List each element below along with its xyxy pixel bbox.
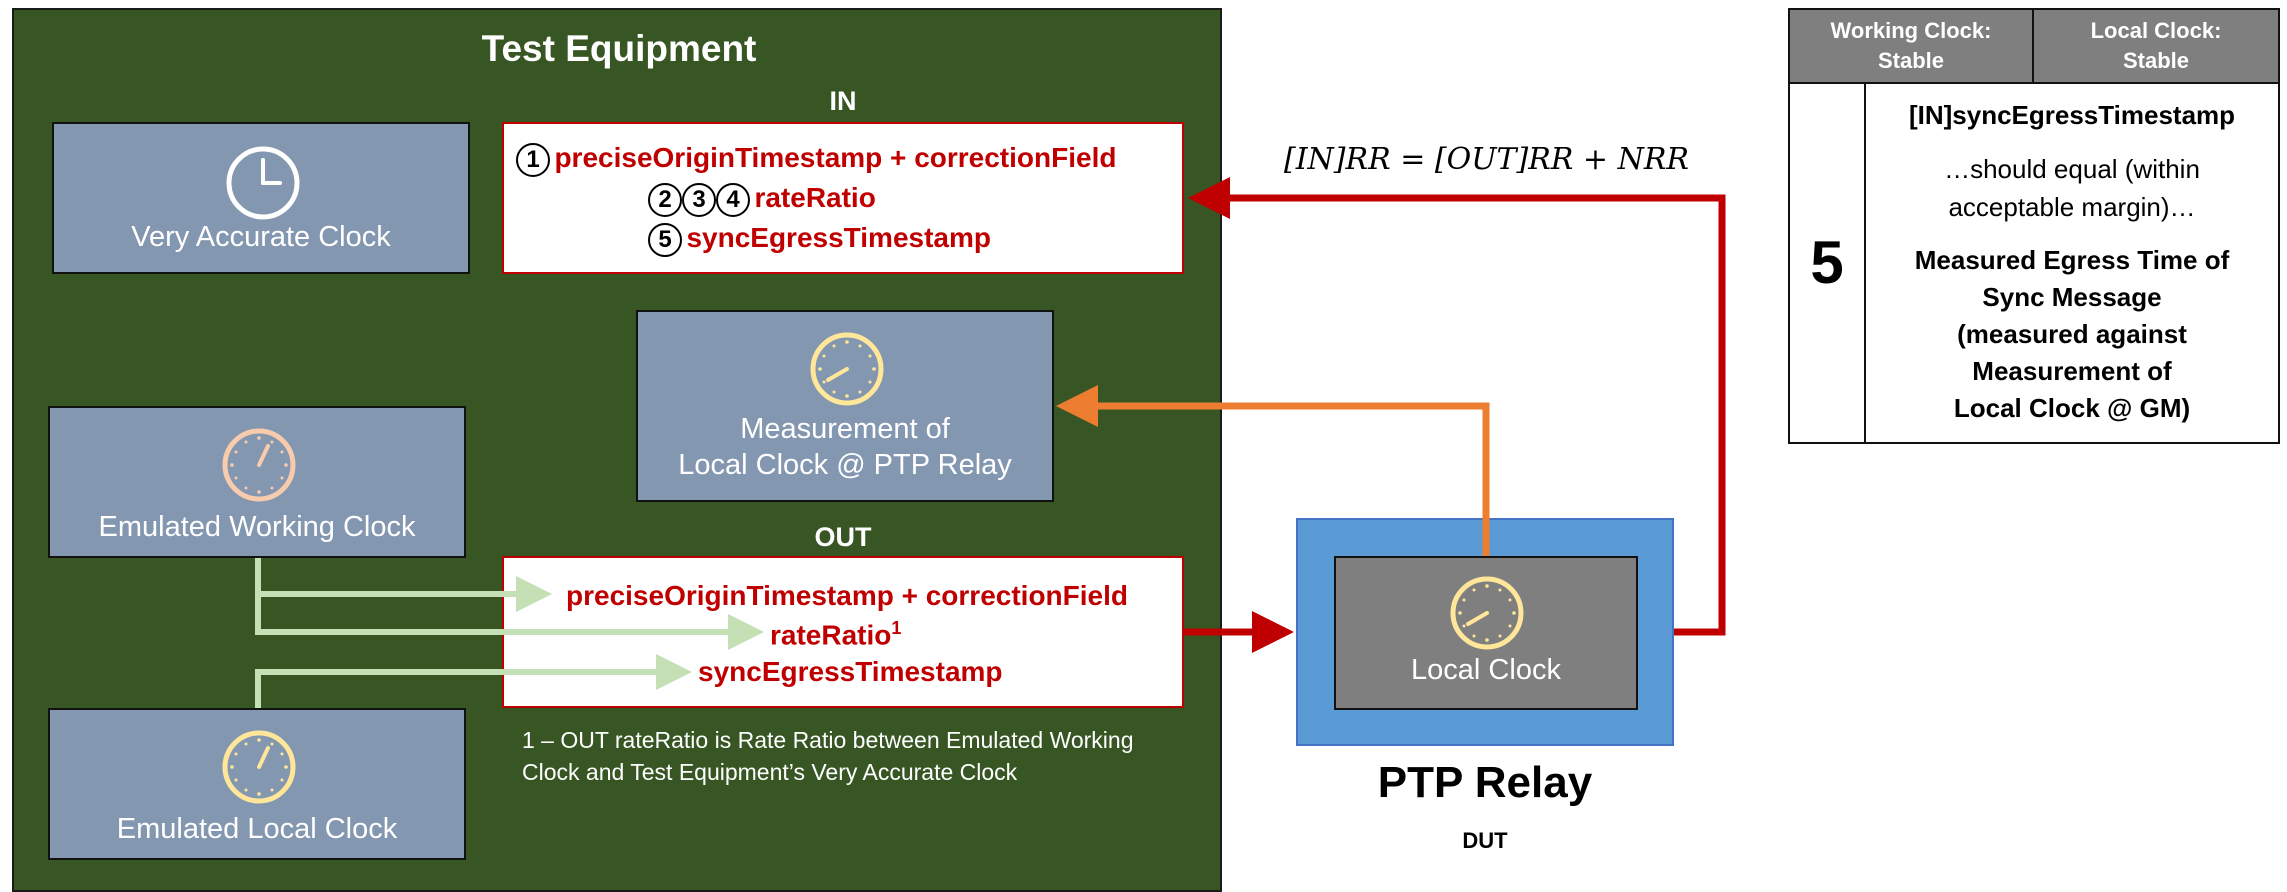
measurement-label-line1: Measurement of <box>740 413 950 445</box>
footnote-line2: Clock and Test Equipment’s Very Accurate… <box>522 759 1018 785</box>
clock-yellow-icon <box>810 332 884 406</box>
row-line3c: (measured against <box>1957 319 2187 349</box>
header-local-clock-line2: Stable <box>2122 48 2190 73</box>
out-field-sync-egress: syncEgressTimestamp <box>698 656 1003 687</box>
in-message-box: 1 preciseOriginTimestamp + correctionFie… <box>502 122 1184 274</box>
rate-ratio-equation: [IN]RR = [OUT]RR + NRR <box>1284 142 1689 177</box>
row-line3a: Measured Egress Time of <box>1914 245 2230 275</box>
local-clock-label: Local Clock <box>1411 654 1561 686</box>
very-accurate-clock-box: Very Accurate Clock <box>52 122 470 274</box>
header-local-clock-line1: Local Clock: <box>2090 18 2222 43</box>
number-badge: 2 <box>648 183 682 217</box>
header-working-clock-line1: Working Clock: <box>1830 18 1992 43</box>
very-accurate-clock-label: Very Accurate Clock <box>131 221 391 253</box>
row-number: 5 <box>1790 84 1866 442</box>
number-badge: 1 <box>516 143 550 177</box>
emulated-working-clock-box: Emulated Working Clock <box>48 406 466 558</box>
number-badge: 5 <box>648 223 682 257</box>
footnote-marker: 1 <box>891 618 902 638</box>
in-field-sync-egress: syncEgressTimestamp <box>686 222 991 253</box>
ptp-relay-title: PTP Relay <box>1377 758 1593 807</box>
header-local-clock: Local Clock: Stable <box>2034 10 2278 84</box>
row-line3d: Measurement of <box>1972 356 2172 386</box>
in-field-rate-ratio: rateRatio <box>754 182 876 213</box>
status-table: Working Clock: Stable Local Clock: Stabl… <box>1788 8 2280 444</box>
row-line1: [IN]syncEgressTimestamp <box>1908 100 2236 130</box>
emulated-local-clock-box: Emulated Local Clock <box>48 708 466 860</box>
measurement-clock-box: Measurement of Local Clock @ PTP Relay <box>636 310 1054 502</box>
emulated-local-clock-label: Emulated Local Clock <box>116 813 398 845</box>
row-line3b: Sync Message <box>1982 282 2162 312</box>
test-equipment-title: Test Equipment <box>481 28 757 69</box>
arrow-local-to-measurement <box>1056 385 1490 556</box>
arrow-relay-to-in <box>1188 177 1726 636</box>
emulated-working-clock-label: Emulated Working Clock <box>98 511 416 543</box>
arrow-local-to-sync-egress <box>255 654 692 708</box>
clock-white-icon <box>226 146 300 220</box>
row-line2a: …should equal (within <box>1944 154 2200 184</box>
clock-yellow-icon <box>1450 576 1524 650</box>
local-clock-box: Local Clock <box>1334 556 1638 710</box>
clock-orange-icon <box>222 428 296 502</box>
footnote-line1: 1 – OUT rateRatio is Rate Ratio between … <box>522 727 1134 753</box>
in-field-origin-timestamp: preciseOriginTimestamp + correctionField <box>554 142 1117 173</box>
out-field-rate-ratio: rateRatio <box>770 619 892 651</box>
row-body: [IN]syncEgressTimestamp …should equal (w… <box>1866 84 2278 442</box>
row-line3e: Local Clock @ GM) <box>1953 393 2191 423</box>
number-badge: 4 <box>716 183 750 217</box>
in-label: IN <box>829 86 857 116</box>
out-label: OUT <box>814 522 872 552</box>
dut-label: DUT <box>1462 828 1508 853</box>
header-working-clock-line2: Stable <box>1877 48 1945 73</box>
clock-yellow-icon <box>222 730 296 804</box>
arrow-working-to-rate-ratio <box>255 594 764 650</box>
header-working-clock: Working Clock: Stable <box>1790 10 2034 84</box>
number-badge: 3 <box>682 183 716 217</box>
row-line2b: acceptable margin)… <box>1948 192 2196 222</box>
arrow-working-to-origin <box>255 558 552 612</box>
out-field-origin-timestamp: preciseOriginTimestamp + correctionField <box>566 580 1128 611</box>
measurement-label-line2: Local Clock @ PTP Relay <box>678 449 1012 481</box>
footnote: 1 – OUT rateRatio is Rate Ratio between … <box>522 724 1134 788</box>
